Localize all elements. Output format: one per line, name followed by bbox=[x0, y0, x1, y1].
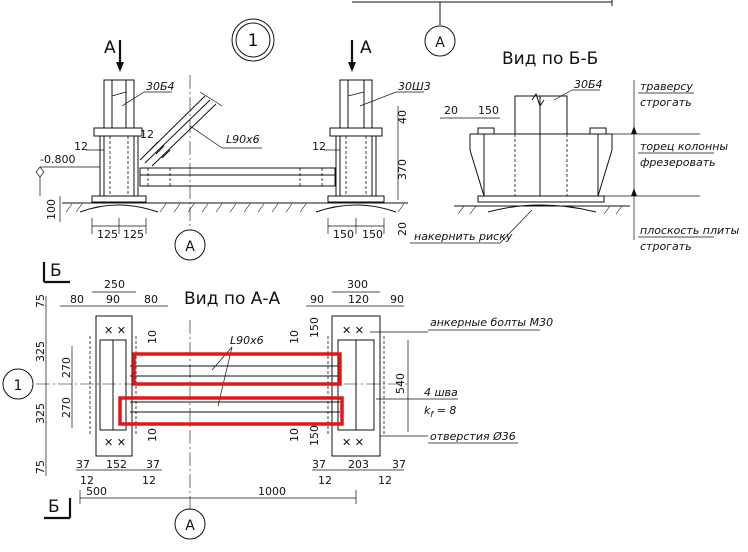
label-right-column: 30Ш3 bbox=[398, 80, 431, 93]
svg-text:торец колонны: торец колонны bbox=[640, 140, 728, 153]
note-mark-line: накернить риску bbox=[414, 230, 513, 243]
view-aa-title: Вид по А-А bbox=[184, 289, 281, 309]
svg-text:152: 152 bbox=[106, 458, 127, 471]
highlight-lower-angle bbox=[118, 396, 344, 426]
axis-1-label-top: 1 bbox=[248, 31, 259, 51]
label-left-column: 30Б4 bbox=[146, 80, 175, 93]
svg-text:540: 540 bbox=[394, 373, 407, 394]
svg-text:90: 90 bbox=[106, 293, 120, 306]
svg-text:125: 125 bbox=[123, 228, 144, 241]
svg-text:1: 1 bbox=[14, 378, 23, 394]
diagonal-angle: L90x6 bbox=[139, 91, 262, 167]
svg-text:37: 37 bbox=[392, 458, 406, 471]
svg-text:10: 10 bbox=[146, 428, 159, 442]
note-anchor-bolts: анкерные болты М30 bbox=[430, 316, 553, 329]
svg-text:75: 75 bbox=[34, 294, 47, 308]
svg-text:✕ ✕: ✕ ✕ bbox=[104, 436, 126, 449]
svg-text:20: 20 bbox=[396, 222, 409, 236]
svg-text:125: 125 bbox=[97, 228, 118, 241]
svg-text:150: 150 bbox=[308, 425, 321, 446]
svg-text:траверсу: траверсу bbox=[640, 80, 693, 93]
svg-text:150: 150 bbox=[362, 228, 383, 241]
svg-text:10: 10 bbox=[288, 428, 301, 442]
svg-text:строгать: строгать bbox=[640, 240, 692, 253]
svg-text:20: 20 bbox=[444, 104, 458, 117]
section-a-right: A bbox=[348, 38, 372, 72]
svg-text:12: 12 bbox=[142, 474, 156, 487]
svg-text:120: 120 bbox=[348, 293, 369, 306]
horizontal-tie bbox=[139, 167, 336, 187]
svg-text:строгать: строгать bbox=[640, 96, 692, 109]
svg-text:4 шва: 4 шва bbox=[424, 386, 458, 399]
svg-text:250: 250 bbox=[104, 278, 125, 291]
svg-text:1000: 1000 bbox=[258, 485, 286, 498]
svg-text:80: 80 bbox=[70, 293, 84, 306]
svg-text:100: 100 bbox=[45, 199, 58, 220]
svg-text:37: 37 bbox=[312, 458, 326, 471]
svg-text:325: 325 bbox=[34, 403, 47, 424]
section-b-top: Б bbox=[42, 261, 70, 284]
svg-text:10: 10 bbox=[288, 330, 301, 344]
svg-text:A: A bbox=[185, 518, 195, 534]
svg-text:12: 12 bbox=[80, 474, 94, 487]
label-angle-top: L90x6 bbox=[226, 133, 260, 146]
svg-text:Б: Б bbox=[50, 261, 62, 281]
label-angle-plan: L90x6 bbox=[230, 334, 264, 347]
svg-text:90: 90 bbox=[310, 293, 324, 306]
svg-text:325: 325 bbox=[34, 341, 47, 362]
svg-text:80: 80 bbox=[144, 293, 158, 306]
svg-text:203: 203 bbox=[348, 458, 369, 471]
svg-text:A: A bbox=[185, 239, 195, 255]
svg-text:370: 370 bbox=[396, 159, 409, 180]
elevation-view: 30Б4 L90x6 bbox=[35, 75, 533, 261]
svg-text:фрезеровать: фрезеровать bbox=[640, 156, 716, 169]
svg-text:-0.800: -0.800 bbox=[40, 153, 75, 166]
svg-text:Б: Б bbox=[48, 497, 60, 517]
svg-text:270: 270 bbox=[60, 397, 73, 418]
svg-text:плоскость плиты: плоскость плиты bbox=[640, 224, 740, 237]
svg-text:12: 12 bbox=[312, 140, 326, 153]
elevation-mark: -0.800 bbox=[35, 153, 100, 196]
view-bb: Вид по Б-Б 30Б4 20 150 траверс bbox=[440, 49, 740, 253]
section-a-left: A bbox=[104, 38, 124, 72]
svg-text:500: 500 bbox=[86, 485, 107, 498]
svg-text:12: 12 bbox=[318, 474, 332, 487]
axis-a-marker-top: A bbox=[424, 2, 456, 57]
svg-text:150: 150 bbox=[478, 104, 499, 117]
axis-1-marker-top: 1 bbox=[231, 18, 275, 62]
top-dimension-fragment bbox=[352, 0, 613, 6]
svg-text:40: 40 bbox=[396, 110, 409, 124]
svg-text:12: 12 bbox=[378, 474, 392, 487]
svg-text:✕ ✕: ✕ ✕ bbox=[342, 324, 364, 337]
svg-text:✕ ✕: ✕ ✕ bbox=[104, 324, 126, 337]
ground-hatching bbox=[65, 203, 405, 213]
section-b-bottom: Б bbox=[44, 497, 72, 520]
highlight-upper-angle bbox=[132, 352, 342, 386]
svg-text:75: 75 bbox=[34, 460, 47, 474]
svg-text:150: 150 bbox=[308, 317, 321, 338]
svg-text:90: 90 bbox=[390, 293, 404, 306]
svg-text:37: 37 bbox=[76, 458, 90, 471]
view-bb-title: Вид по Б-Б bbox=[502, 49, 598, 69]
svg-text:150: 150 bbox=[333, 228, 354, 241]
svg-text:✕ ✕: ✕ ✕ bbox=[342, 436, 364, 449]
svg-text:12: 12 bbox=[74, 140, 88, 153]
svg-text:300: 300 bbox=[347, 278, 368, 291]
note-holes: отверстия Ø36 bbox=[430, 430, 516, 443]
plan-view: Вид по А-А 1 A ✕ ✕ ✕ ✕ ✕ ✕ ✕ ✕ bbox=[2, 278, 553, 540]
svg-text:37: 37 bbox=[146, 458, 160, 471]
axis-a-label-top: A bbox=[435, 35, 445, 51]
right-bolts: ✕ ✕ ✕ ✕ bbox=[342, 324, 364, 449]
note-weld-leg: kf = 8 bbox=[424, 404, 456, 419]
svg-text:A: A bbox=[360, 38, 372, 58]
svg-text:30Б4: 30Б4 bbox=[574, 78, 603, 91]
svg-text:12: 12 bbox=[140, 128, 154, 141]
svg-text:A: A bbox=[104, 38, 116, 58]
left-bolts: ✕ ✕ ✕ ✕ bbox=[104, 324, 126, 449]
svg-text:10: 10 bbox=[146, 330, 159, 344]
svg-text:270: 270 bbox=[60, 357, 73, 378]
